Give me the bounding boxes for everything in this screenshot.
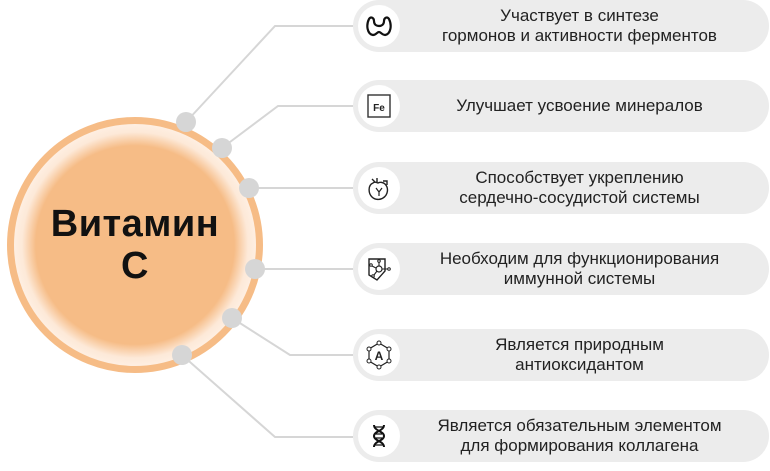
vitamin-title: Витамин С bbox=[7, 117, 263, 373]
connector-dot-5 bbox=[222, 308, 242, 328]
benefit-minerals: Fe Улучшает усвоение минералов bbox=[353, 80, 769, 132]
dna-icon bbox=[372, 424, 386, 448]
connector-dot-1 bbox=[176, 112, 196, 132]
connector-dot-4 bbox=[245, 259, 265, 279]
connector-dot-2 bbox=[212, 138, 232, 158]
title-line-2: С bbox=[121, 245, 149, 287]
benefit-text: Является природным антиоксидантом bbox=[495, 335, 664, 374]
benefit-text: Является обязательным элементом для форм… bbox=[437, 416, 722, 455]
benefit-text: Способствует укреплению сердечно-сосудис… bbox=[459, 168, 700, 207]
connector-dot-6 bbox=[172, 345, 192, 365]
svg-text:Fe: Fe bbox=[373, 103, 385, 114]
antioxidant-icon: A bbox=[366, 340, 392, 370]
svg-text:A: A bbox=[375, 349, 384, 363]
vitamin-circle bbox=[7, 117, 263, 373]
benefit-text: Участвует в синтезе гормонов и активност… bbox=[442, 6, 717, 45]
immune-shield-icon bbox=[368, 258, 391, 281]
connector-line-5 bbox=[231, 317, 353, 356]
connector-line-6 bbox=[181, 354, 353, 438]
connector-line-2 bbox=[221, 105, 353, 149]
benefit-collagen: Является обязательным элементом для форм… bbox=[353, 410, 769, 462]
connector-dot-3 bbox=[239, 178, 259, 198]
title-line-1: Витамин bbox=[50, 203, 220, 245]
connector-line-1 bbox=[185, 25, 353, 123]
benefit-text: Необходим для функционирования иммунной … bbox=[439, 249, 720, 288]
heart-icon bbox=[368, 178, 389, 201]
thyroid-icon bbox=[366, 16, 392, 37]
benefit-antioxidant: A Является природным антиоксидантом bbox=[353, 329, 769, 381]
iron-element-icon: Fe bbox=[367, 94, 391, 118]
benefit-immune: Необходим для функционирования иммунной … bbox=[353, 243, 769, 295]
benefit-hormones: Участвует в синтезе гормонов и активност… bbox=[353, 0, 769, 52]
benefit-text: Улучшает усвоение минералов bbox=[456, 96, 703, 115]
benefit-cardio: Способствует укреплению сердечно-сосудис… bbox=[353, 162, 769, 214]
